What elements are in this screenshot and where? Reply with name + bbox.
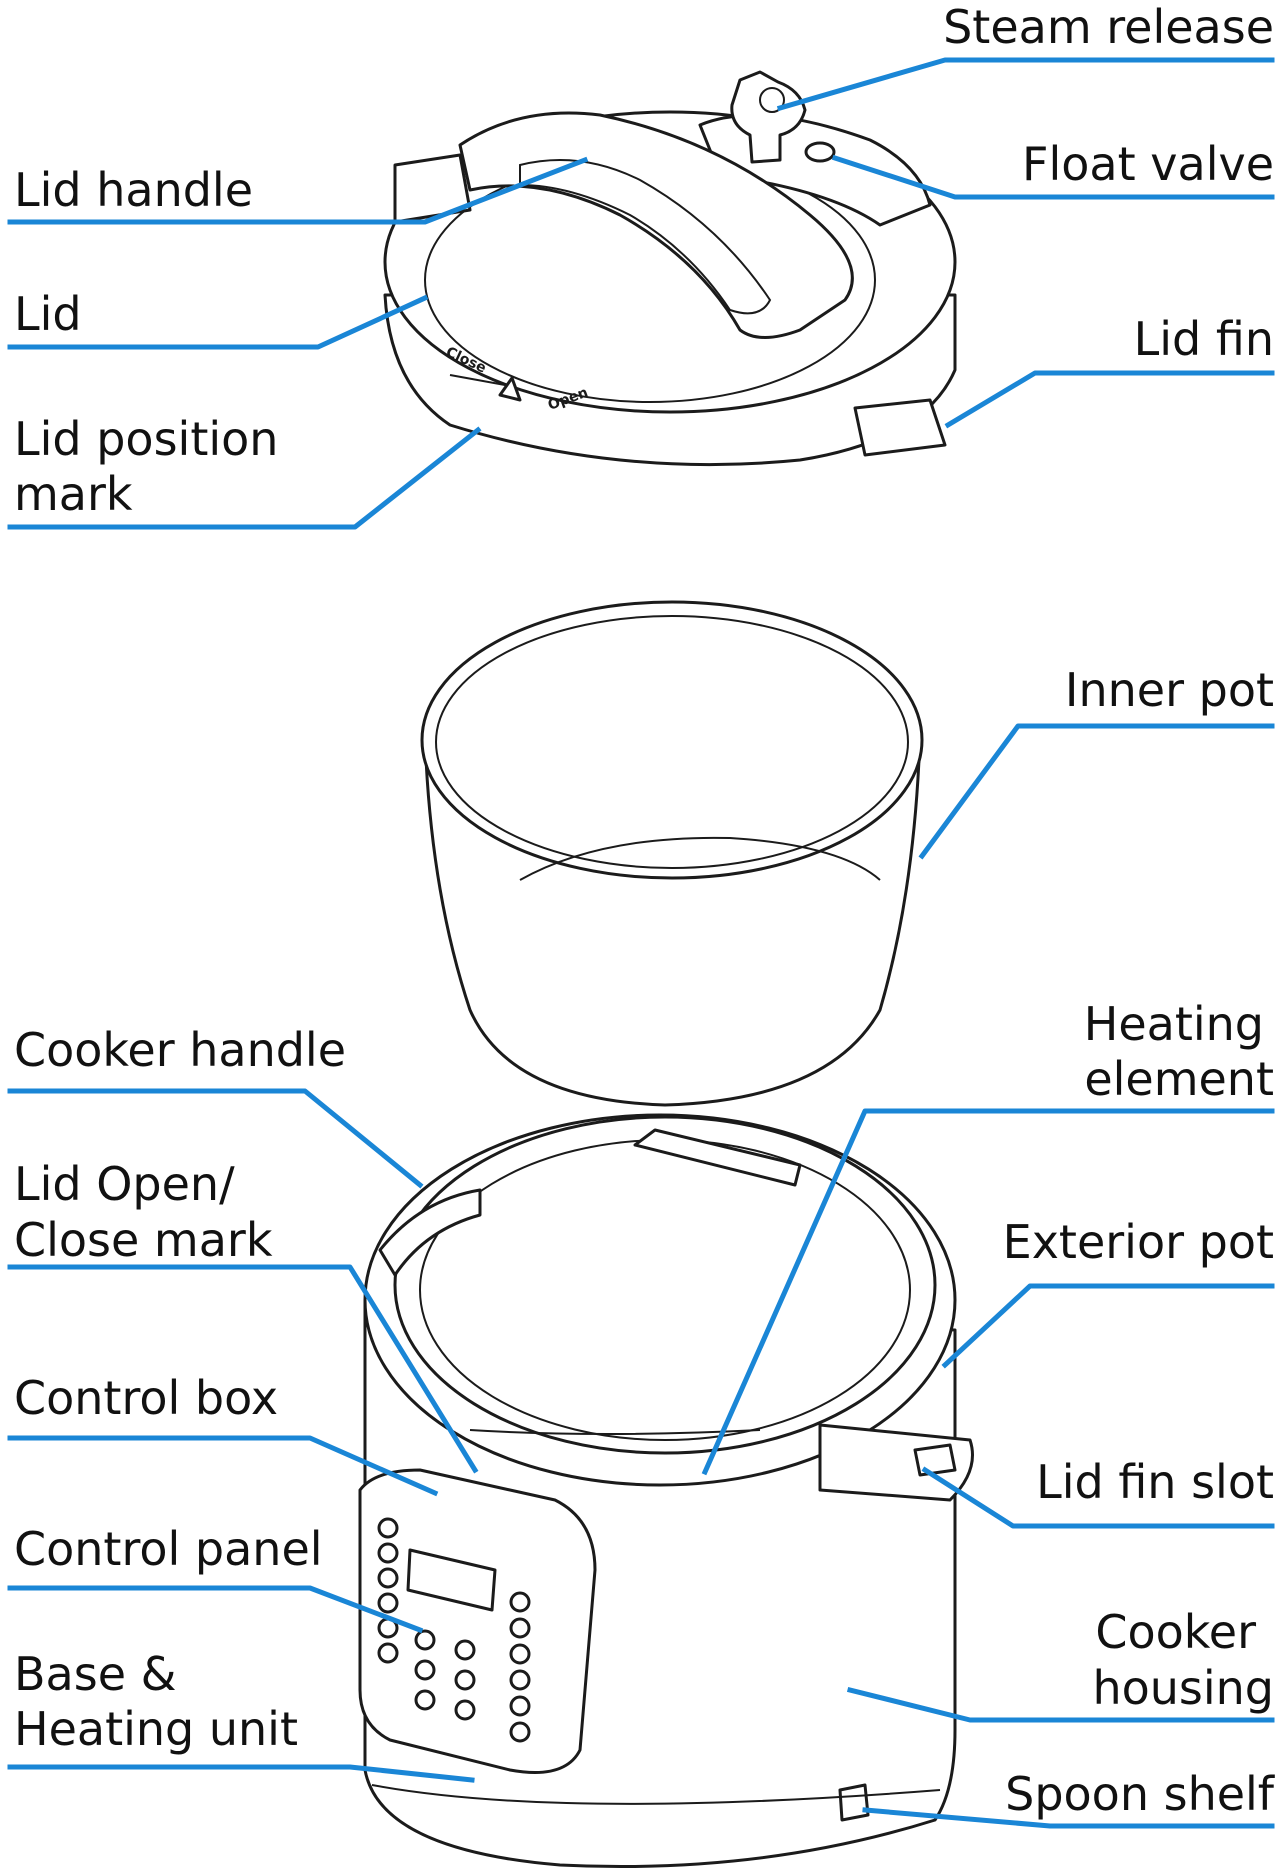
inner-pot-illustration xyxy=(420,600,924,1107)
label-base-heating-unit-line2: Heating unit xyxy=(14,1702,298,1756)
label-cooker-housing-line2: housing xyxy=(1092,1661,1274,1715)
cooker-base-illustration xyxy=(358,1113,974,1869)
spoon-shelf-shape xyxy=(838,1783,870,1822)
cooker-handle-left xyxy=(378,1188,482,1277)
label-exterior-pot: Exterior pot xyxy=(1003,1215,1274,1269)
label-lid: Lid xyxy=(14,287,82,341)
label-float-valve: Float valve xyxy=(1022,137,1274,191)
label-control-panel: Control panel xyxy=(14,1522,323,1576)
label-cooker-handle: Cooker handle xyxy=(14,1023,346,1077)
steam-release-knob xyxy=(730,70,807,164)
label-lid-open-close-mark-line2: Close mark xyxy=(14,1213,273,1267)
lid-fin-right xyxy=(853,398,947,457)
label-lid-position-mark-line1: Lid position xyxy=(14,412,278,466)
label-lid-fin-slot: Lid fin slot xyxy=(1036,1455,1274,1509)
label-spoon-shelf: Spoon shelf xyxy=(1005,1767,1276,1821)
part-labels: Steam release Float valve Lid handle Lid… xyxy=(14,0,1276,1821)
label-lid-fin: Lid fin xyxy=(1134,312,1274,366)
label-heating-element-line1: Heating xyxy=(1084,997,1264,1051)
label-heating-element-line2: element xyxy=(1084,1052,1274,1106)
leader-lines xyxy=(7,57,1275,1829)
control-display xyxy=(406,1548,497,1612)
label-steam-release: Steam release xyxy=(943,0,1274,54)
lid-fin-left xyxy=(393,153,472,224)
cooker-handle-right xyxy=(818,1423,974,1502)
lid-illustration: Close Open xyxy=(383,70,957,467)
label-base-heating-unit-line1: Base & xyxy=(14,1647,177,1701)
label-cooker-housing-line1: Cooker xyxy=(1095,1605,1256,1659)
float-valve-shape xyxy=(804,141,836,163)
control-buttons xyxy=(377,1517,531,1743)
label-lid-open-close-mark-line1: Lid Open/ xyxy=(14,1157,235,1211)
label-control-box: Control box xyxy=(14,1371,278,1425)
label-lid-position-mark-line2: mark xyxy=(14,467,133,521)
label-inner-pot: Inner pot xyxy=(1065,663,1274,717)
label-lid-handle: Lid handle xyxy=(14,163,253,217)
